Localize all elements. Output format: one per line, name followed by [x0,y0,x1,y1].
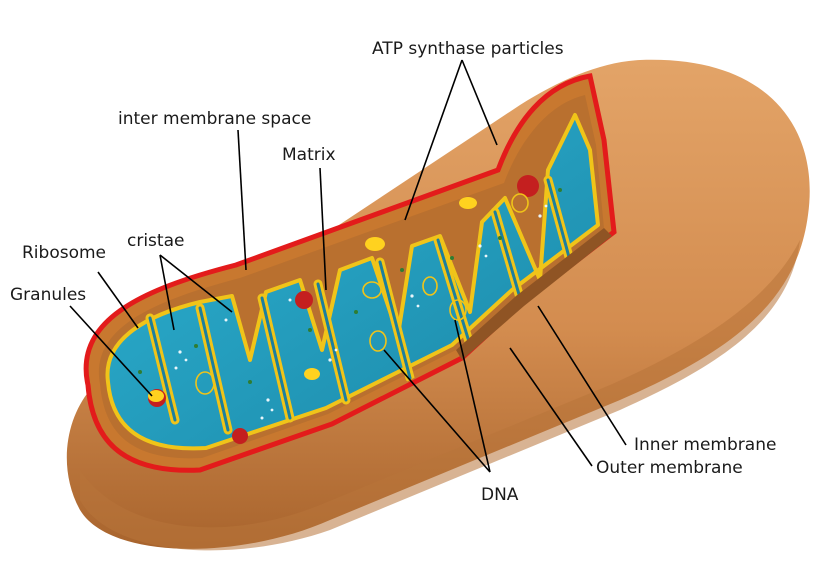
ribosome [304,368,320,380]
granule [295,291,313,309]
ribosome [365,237,385,251]
matrix-region [105,113,600,451]
granule [517,175,539,197]
granule [232,428,248,444]
label-granules: Granules [10,285,86,305]
dna-loop [449,299,467,321]
label-matrix: Matrix [282,145,336,165]
matrix [105,113,600,451]
ribosome [459,197,477,209]
ribosomes [148,197,477,402]
dna-loop [369,330,387,352]
cut-wall [456,228,612,360]
dna-loop [422,276,438,296]
dna-loops [195,193,529,395]
leader-lines [69,59,627,473]
label-ribosome: Ribosome [22,243,106,263]
atp-synthase-dots [174,204,548,420]
label-outer-membrane: Outer membrane [596,458,743,478]
dna-loop [195,371,215,395]
label-inner-membrane: Inner membrane [634,435,776,455]
dna-loop [511,193,529,213]
ribosome [148,390,164,402]
label-dna: DNA [481,485,519,505]
label-cristae: cristae [127,231,184,251]
label-atp-synthase: ATP synthase particles [372,39,564,59]
matrix-specks [138,188,562,384]
dna-loop [362,281,382,299]
label-intermembrane-space: inter membrane space [118,109,311,129]
